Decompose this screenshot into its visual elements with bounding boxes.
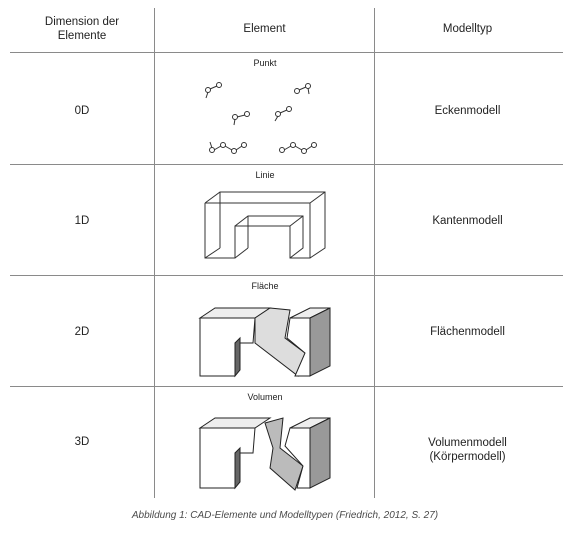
header-modelltyp: Modelltyp — [442, 23, 493, 35]
element-label-punkt: Punkt — [253, 58, 277, 68]
model-type-kantenmodell: Kantenmodell — [432, 215, 503, 227]
element-label-flaeche: Fläche — [251, 281, 279, 291]
header-dimension: Dimension der Elemente — [44, 16, 120, 42]
header-divider — [10, 52, 563, 53]
surface-bridge-icon — [198, 307, 331, 378]
column-divider — [154, 8, 155, 498]
row-divider — [10, 386, 563, 387]
dimension-1d: 1D — [74, 215, 90, 227]
point-cloud-icon — [205, 82, 317, 154]
model-type-flaechenmodell: Flächenmodell — [430, 326, 505, 338]
element-label-volumen: Volumen — [247, 392, 283, 402]
row-divider — [10, 275, 563, 276]
wireframe-bridge-icon — [204, 191, 326, 259]
dimension-0d: 0D — [74, 105, 90, 117]
header-element: Element — [243, 23, 286, 35]
dimension-2d: 2D — [74, 326, 90, 338]
figure-caption: Abbildung 1: CAD-Elemente und Modelltype… — [131, 510, 439, 521]
dimension-3d: 3D — [74, 436, 90, 448]
row-divider — [10, 164, 563, 165]
element-label-linie: Linie — [255, 170, 275, 180]
column-divider — [374, 8, 375, 498]
model-type-volumenmodell: Volumenmodell (Körpermodell) — [428, 437, 507, 463]
solid-bridge-icon — [198, 417, 331, 491]
model-type-eckenmodell: Eckenmodell — [434, 105, 501, 117]
